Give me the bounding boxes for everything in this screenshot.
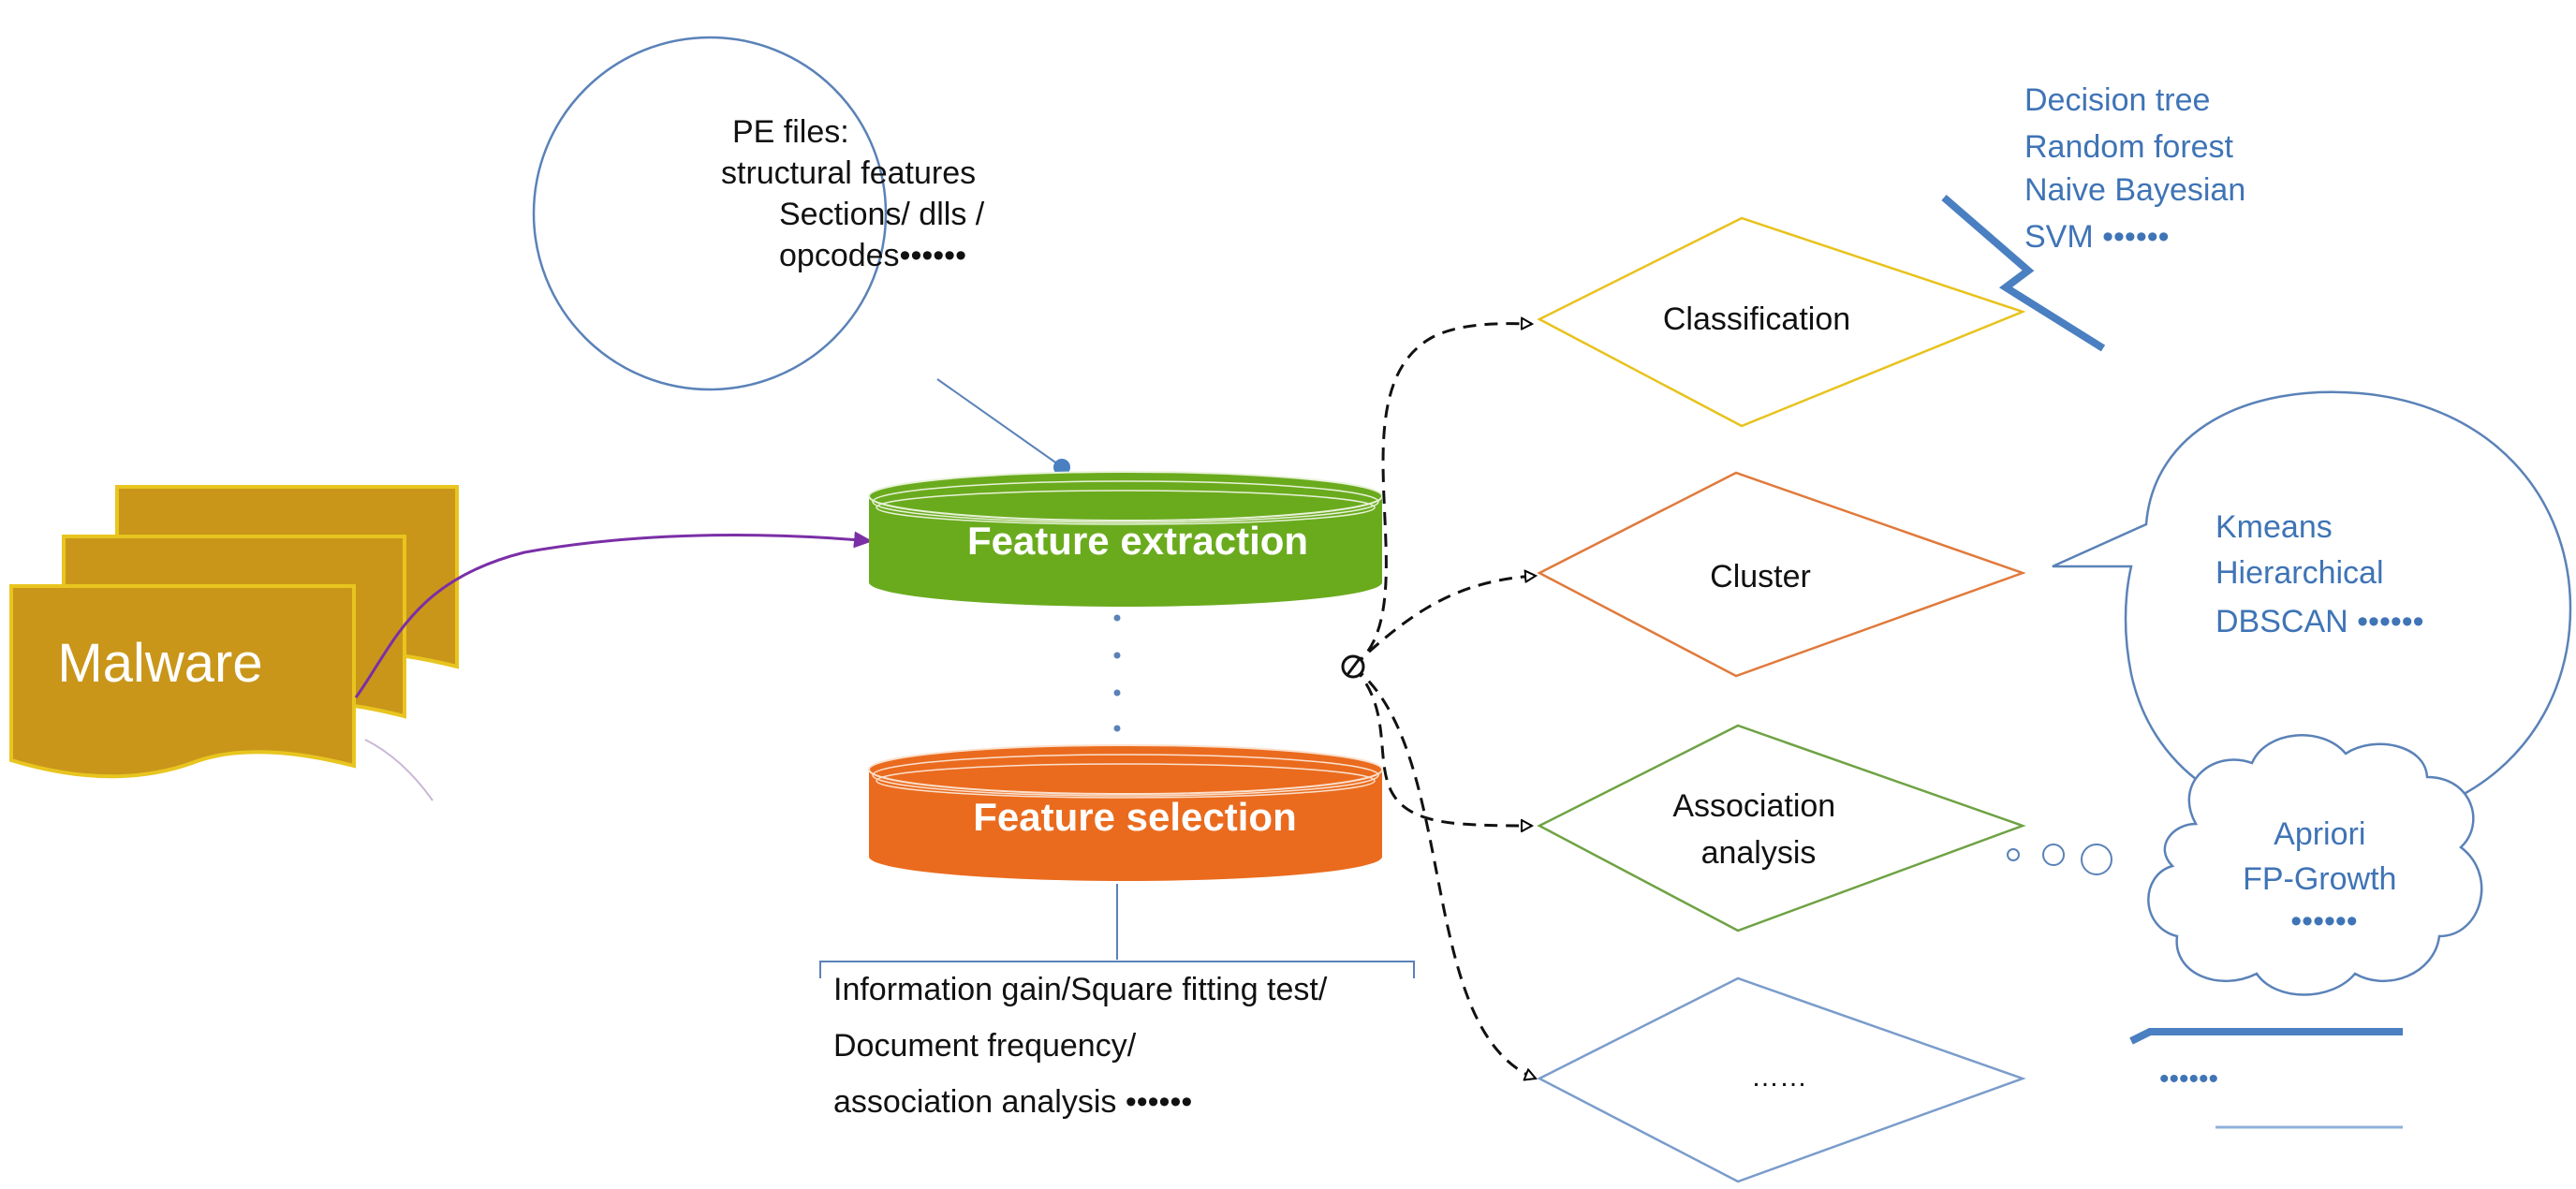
other-algorithms: ••••••	[2129, 1028, 2403, 1129]
malware-shadow-line	[364, 739, 434, 801]
classification-label: Classification	[1663, 301, 1850, 337]
dashed-connectors	[1351, 324, 1536, 1079]
selection-top-ring-2	[872, 754, 1379, 797]
cloud-shape	[2147, 734, 2483, 996]
cluster-algo-3: DBSCAN ••••••	[2215, 604, 2424, 639]
association-thought-cloud: Apriori FP-Growth ••••••	[2007, 734, 2483, 996]
diamond-cluster: Cluster	[1537, 471, 2026, 678]
association-label-1: Association	[1672, 788, 1835, 824]
selection-body	[869, 770, 1382, 881]
pe-line-2: structural features	[721, 155, 976, 191]
connector-to-association	[1351, 665, 1532, 826]
pe-files-bubble: PE files: structural features Sections/ …	[532, 36, 1070, 476]
cluster-bubble-shape	[2052, 390, 2572, 826]
selection-bracket	[819, 961, 1415, 978]
feature-extraction-cylinder: Feature extraction	[868, 471, 1383, 607]
pe-line-3: Sections/ dlls /	[779, 197, 985, 232]
extraction-label: Feature extraction	[967, 519, 1308, 563]
association-label-2: analysis	[1701, 835, 1817, 871]
svg-text:Information gain/Square fittin: Information gain/Square fitting test/ Do…	[833, 972, 1336, 1120]
svg-text:Apriori FP-Growth: Apriori FP-Growth ••••••	[2243, 816, 2406, 939]
thought-dot-medium	[2042, 844, 2065, 866]
malware-label: Malware	[57, 633, 262, 694]
malware-document-stack: Malware	[9, 485, 459, 801]
cluster-algo-1: Kmeans	[2215, 509, 2333, 545]
cluster-label: Cluster	[1710, 559, 1811, 594]
cluster-algo-2: Hierarchical	[2215, 555, 2384, 591]
association-algo-2: FP-Growth	[2243, 861, 2396, 897]
classification-algo-3: Naive Bayesian	[2024, 172, 2245, 208]
other-algo-dots: ••••••	[2159, 1064, 2218, 1094]
thought-dot-large	[2081, 844, 2112, 875]
classification-zigzag-line	[1941, 194, 2106, 352]
association-algo-1: Apriori	[2274, 816, 2365, 852]
thought-dot-small	[2007, 848, 2020, 861]
diamond-other: ……	[1537, 976, 2026, 1183]
selection-method-line-3: association analysis ••••••	[833, 1084, 1192, 1120]
diamond-association: Association analysis	[1537, 724, 2026, 932]
feature-selection-cylinder: Feature selection	[868, 744, 1383, 881]
classification-algorithms: Decision tree Random forest Naive Bayesi…	[1941, 82, 2255, 352]
selection-label: Feature selection	[973, 795, 1296, 839]
selection-method-line-1: Information gain/Square fitting test/	[833, 972, 1328, 1007]
classification-algo-1: Decision tree	[2024, 82, 2210, 118]
cluster-speech-bubble: Kmeans Hierarchical DBSCAN ••••••	[2052, 390, 2572, 826]
svg-text:Kmeans Hierarchical: Kmeans Hierarchical DBSCAN ••••••	[2215, 509, 2424, 639]
classification-algo-2: Random forest	[2024, 129, 2234, 165]
malware-doc-front	[9, 584, 356, 779]
svg-text:Association analysis: Association analysis	[1672, 788, 1844, 871]
pe-connector-line	[936, 378, 1062, 467]
connector-to-cluster	[1351, 576, 1536, 668]
fan-out-node	[1341, 654, 1365, 679]
pe-line-4: opcodes••••••	[779, 238, 966, 273]
classification-algo-4: SVM ••••••	[2024, 219, 2170, 255]
extraction-body	[869, 496, 1382, 607]
connector-to-other	[1352, 665, 1536, 1079]
diamond-classification: Classification	[1537, 216, 2026, 428]
selection-method-line-2: Document frequency/	[833, 1028, 1137, 1064]
svg-text:Decision tree Random for: Decision tree Random forest Naive Bayesi…	[2024, 82, 2255, 255]
selection-top-ring-3	[876, 763, 1376, 799]
extraction-top-ring-2	[872, 480, 1379, 523]
svg-text:PE files: structural fea: PE files: structural features Sections/ …	[721, 114, 994, 273]
pe-line-1: PE files:	[732, 114, 849, 150]
other-top-line	[2129, 1028, 2403, 1045]
extraction-top-ring-3	[876, 490, 1376, 525]
other-label: ……	[1751, 1062, 1807, 1093]
association-algo-3: ••••••	[2290, 903, 2357, 939]
pe-files-circle	[532, 36, 888, 391]
selection-methods-callout: Information gain/Square fitting test/ Do…	[819, 884, 1415, 1120]
malware-to-extraction-arrow	[354, 531, 873, 698]
connector-to-classification	[1352, 324, 1532, 668]
pe-connector-dot	[1053, 459, 1070, 476]
